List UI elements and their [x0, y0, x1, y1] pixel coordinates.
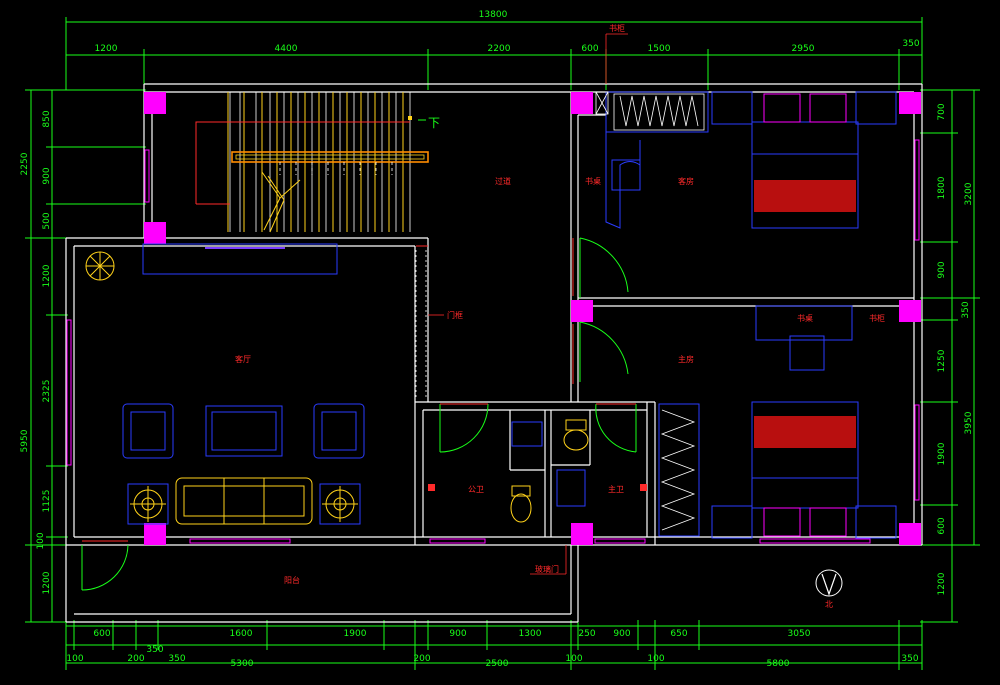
glass-door-label: 玻璃门	[535, 564, 559, 574]
bath-markers	[428, 484, 647, 491]
dim-top-3: 2200	[488, 44, 511, 54]
dim-top-1: 1200	[95, 44, 118, 54]
door-frame-lines	[415, 250, 427, 398]
terrace-label: 阳台	[284, 575, 300, 585]
dim-bottom-7: 900	[613, 629, 630, 639]
dim-top-6: 2950	[792, 44, 815, 54]
dim-bottom-5: 1300	[519, 629, 542, 639]
dim-row3-1: 5300	[231, 659, 254, 669]
dim-row3-3: 5800	[767, 659, 790, 669]
dim-bottom-3: 1900	[344, 629, 367, 639]
dim-right-outer-2: 3950	[964, 411, 974, 434]
dim-top-5: 1500	[648, 44, 671, 54]
public-bath-label: 公卫	[468, 485, 484, 494]
dim-left-4: 1200	[42, 264, 52, 287]
dimension-lines	[25, 17, 980, 670]
bed-covers	[754, 93, 856, 537]
door-frame-label: 门框	[447, 310, 463, 320]
master-bath-label: 主卫	[608, 484, 624, 494]
dim-row2-7: 100	[647, 654, 664, 664]
bookshelf-label-2: 书柜	[869, 313, 885, 323]
windows	[66, 139, 920, 544]
dim-right-2: 1800	[937, 176, 947, 199]
hall-label: 过道	[495, 176, 511, 186]
door-leaves	[82, 238, 636, 542]
dim-top-4: 600	[581, 44, 598, 54]
dim-left-6: 1125	[42, 490, 52, 513]
dim-bottom-2: 1600	[230, 629, 253, 639]
dim-left-1: 850	[42, 110, 52, 127]
guest-room-label: 客房	[678, 176, 694, 186]
dim-right-1: 700	[937, 103, 947, 120]
dim-left-outer-2: 5950	[20, 429, 30, 452]
dim-left-7: 100	[36, 532, 46, 549]
fixtures	[85, 251, 589, 525]
dimension-texts: 13800 1200 4400 2200 600 1500 2950 350 6…	[20, 10, 974, 669]
stair-down-label: 下	[428, 116, 440, 130]
door-swings	[81, 237, 637, 591]
dim-right-7: 600	[937, 517, 947, 534]
master-room-label: 主房	[678, 354, 694, 364]
dim-left-3: 500	[42, 212, 52, 229]
dim-row2-5: 200	[413, 654, 430, 664]
dim-left-2: 900	[42, 167, 52, 184]
dim-bottom-8: 650	[670, 629, 687, 639]
study-desk-label-2: 书桌	[797, 313, 813, 323]
dim-row3-2: 2500	[486, 659, 509, 669]
study-desk-label-1: 书桌	[585, 176, 601, 186]
dim-right-outer-1: 3200	[964, 182, 974, 205]
dim-row2-8: 350	[901, 654, 918, 664]
bookshelf-label-1: 书柜	[609, 23, 625, 33]
dim-bottom-6: 250	[578, 629, 595, 639]
dim-row2-2: 200	[127, 654, 144, 664]
dim-left-outer-1: 2250	[20, 152, 30, 175]
walls	[65, 83, 923, 623]
dim-right-5: 1250	[937, 349, 947, 372]
dim-left-5: 2325	[42, 380, 52, 403]
dim-row2-6: 100	[565, 654, 582, 664]
dim-right-3: 900	[937, 261, 947, 278]
master-wardrobe-rack	[660, 409, 696, 531]
dim-bottom-1: 600	[93, 629, 110, 639]
north-label: 北	[825, 600, 833, 609]
dim-total-top: 13800	[479, 10, 508, 20]
room-labels: 过道 书桌 书柜 客房 客厅 门框 书桌 书柜 主房 公卫 主卫 阳台 玻璃门	[235, 23, 885, 585]
structural-columns	[144, 92, 921, 545]
dim-right-6: 1900	[937, 442, 947, 465]
dim-left-8: 1200	[42, 571, 52, 594]
dim-top-7: 350	[902, 39, 919, 49]
staircase: 下	[195, 92, 440, 233]
dim-row2-1: 100	[66, 654, 83, 664]
dim-top-2: 4400	[275, 44, 298, 54]
living-room-label: 客厅	[235, 354, 251, 364]
guest-wardrobe	[595, 91, 705, 131]
north-arrow: 北	[815, 569, 843, 609]
dim-right-4: 350	[961, 301, 971, 318]
dim-bottom-9: 3050	[788, 629, 811, 639]
dim-bottom-4: 900	[449, 629, 466, 639]
dim-right-8: 1200	[937, 572, 947, 595]
dim-row2-4: 350	[168, 654, 185, 664]
dim-row2-3: 350	[146, 645, 163, 655]
